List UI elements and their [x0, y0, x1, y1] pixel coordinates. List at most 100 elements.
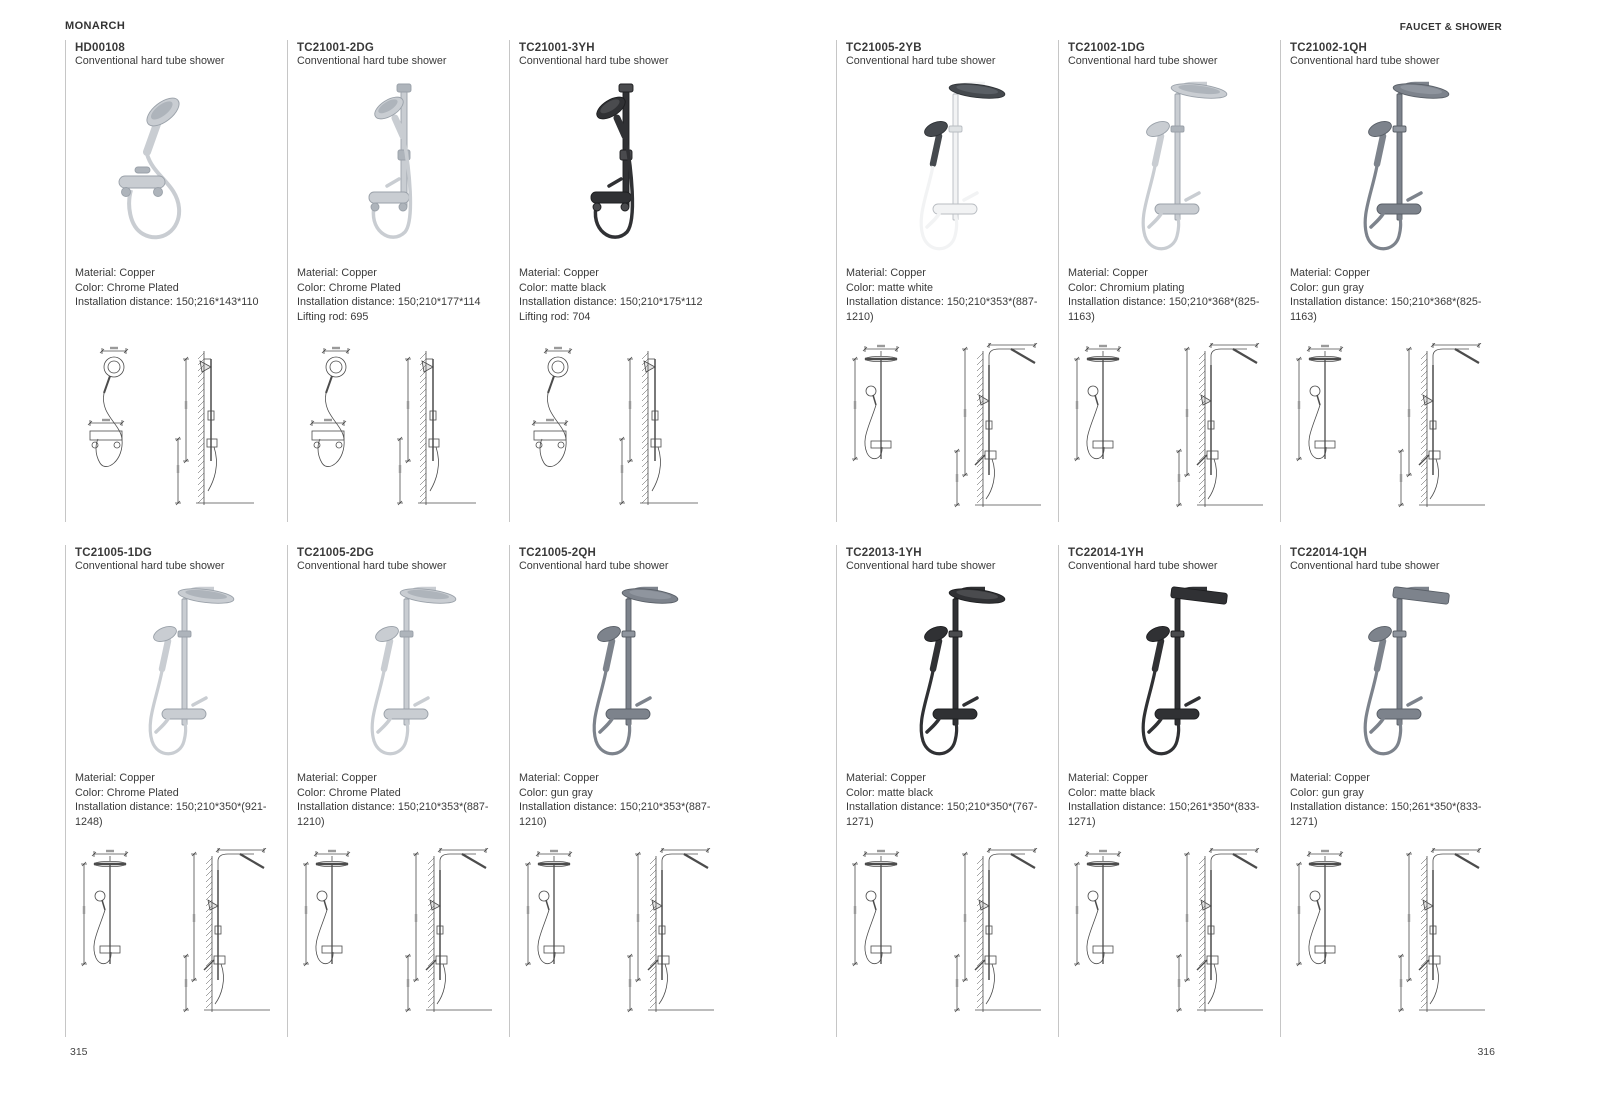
- column-shower-illustration: [148, 586, 235, 756]
- product-subtitle: Conventional hard tube shower: [519, 560, 669, 572]
- product-card: TC22014-1YH Conventional hard tube showe…: [1058, 545, 1280, 1037]
- product-specs: Material: Copper Color: Chrome Plated In…: [75, 771, 285, 830]
- catalog-row-1: HD00108 Conventional hard tube shower Ma…: [65, 40, 1502, 522]
- product-subtitle: Conventional hard tube shower: [846, 55, 996, 67]
- product-code: TC22014-1YH: [1068, 547, 1144, 559]
- column-shower-illustration: [1363, 586, 1450, 756]
- product-card: TC21001-2DG Conventional hard tube showe…: [287, 40, 509, 522]
- page-number-left: 315: [70, 1046, 88, 1058]
- column-technical-drawing: [525, 847, 714, 1013]
- product-specs: Material: Copper Color: gun gray Install…: [1290, 266, 1500, 325]
- product-photo: [1293, 579, 1491, 771]
- product-photo: [1071, 579, 1269, 771]
- spec-color: Color: Chrome Plated: [75, 786, 179, 799]
- product-subtitle: Conventional hard tube shower: [297, 55, 447, 67]
- spec-material: Material: Copper: [1068, 772, 1148, 784]
- column-shower-illustration: [919, 586, 1006, 756]
- spec-installation: Installation distance: 150;210*353*(887-…: [297, 801, 489, 829]
- product-photo: [849, 579, 1047, 771]
- product-specs: Material: Copper Color: gun gray Install…: [1290, 771, 1500, 830]
- spec-color: Color: gun gray: [519, 786, 593, 799]
- product-card: TC21005-1DG Conventional hard tube showe…: [65, 545, 287, 1037]
- product-photo: [1071, 74, 1269, 266]
- product-photo: [1293, 74, 1491, 266]
- spec-material: Material: Copper: [519, 772, 599, 784]
- technical-drawing: [74, 847, 279, 1020]
- product-code: TC21005-2YB: [846, 42, 922, 54]
- spec-installation: Installation distance: 150;210*368*(825-…: [1290, 296, 1482, 324]
- spec-material: Material: Copper: [1290, 267, 1370, 279]
- spec-installation: Installation distance: 150;210*350*(767-…: [846, 801, 1038, 829]
- product-specs: Material: Copper Color: Chrome Plated In…: [297, 771, 507, 830]
- column-shower-illustration: [1363, 81, 1450, 251]
- spec-material: Material: Copper: [75, 772, 155, 784]
- column-technical-drawing: [852, 847, 1041, 1013]
- spec-color: Color: gun gray: [1290, 281, 1364, 294]
- column-technical-drawing: [1296, 847, 1485, 1013]
- spec-material: Material: Copper: [846, 772, 926, 784]
- spec-lifting-rod: Lifting rod: 695: [297, 311, 369, 324]
- product-subtitle: Conventional hard tube shower: [297, 560, 447, 572]
- brand-title: MONARCH: [65, 20, 126, 32]
- product-specs: Material: Copper Color: matte black Inst…: [519, 266, 729, 325]
- spec-installation: Installation distance: 150;210*368*(825-…: [1068, 296, 1260, 324]
- catalog-row-2: TC21005-1DG Conventional hard tube showe…: [65, 545, 1502, 1037]
- product-subtitle: Conventional hard tube shower: [519, 55, 669, 67]
- product-code: TC21002-1QH: [1290, 42, 1367, 54]
- spec-material: Material: Copper: [297, 267, 377, 279]
- product-card: TC22013-1YH Conventional hard tube showe…: [836, 545, 1058, 1037]
- spec-color: Color: Chrome Plated: [75, 281, 179, 294]
- spec-installation: Installation distance: 150;261*350*(833-…: [1290, 801, 1482, 829]
- spec-installation: Installation distance: 150;216*143*110: [75, 296, 259, 309]
- product-subtitle: Conventional hard tube shower: [1290, 55, 1440, 67]
- spec-color: Color: Chrome Plated: [297, 281, 401, 294]
- slidebar-shower-illustration: [590, 83, 635, 239]
- product-subtitle: Conventional hard tube shower: [1068, 55, 1218, 67]
- page-gutter: [731, 545, 836, 1037]
- spec-installation: Installation distance: 150;210*353*(887-…: [519, 801, 711, 829]
- spec-material: Material: Copper: [1068, 267, 1148, 279]
- spec-color: Color: matte black: [1068, 786, 1156, 799]
- spec-color: Color: Chromium plating: [1068, 281, 1185, 294]
- product-code: TC22014-1QH: [1290, 547, 1367, 559]
- spec-color: Color: gun gray: [1290, 786, 1364, 799]
- spec-installation: Installation distance: 150;210*353*(887-…: [846, 296, 1038, 324]
- spec-color: Color: matte black: [846, 786, 934, 799]
- product-card: TC21002-1QH Conventional hard tube showe…: [1280, 40, 1502, 522]
- column-technical-drawing: [1074, 342, 1263, 508]
- product-specs: Material: Copper Color: matte black Inst…: [1068, 771, 1278, 830]
- product-code: TC21001-3YH: [519, 42, 595, 54]
- category-title: FAUCET & SHOWER: [1399, 22, 1502, 33]
- product-card: TC21001-3YH Conventional hard tube showe…: [509, 40, 731, 522]
- technical-drawing: [296, 847, 501, 1020]
- technical-drawing: [1067, 342, 1272, 515]
- product-photo: [522, 74, 720, 266]
- spec-color: Color: Chrome Plated: [297, 786, 401, 799]
- product-card: TC21002-1DG Conventional hard tube showe…: [1058, 40, 1280, 522]
- technical-drawing: [296, 343, 501, 515]
- spec-color: Color: matte white: [846, 281, 934, 294]
- product-subtitle: Conventional hard tube shower: [1068, 560, 1218, 572]
- technical-drawing: [1067, 847, 1272, 1020]
- handheld-technical-drawing: [309, 346, 476, 506]
- technical-drawing: [74, 343, 279, 515]
- product-subtitle: Conventional hard tube shower: [846, 560, 996, 572]
- spec-material: Material: Copper: [297, 772, 377, 784]
- product-code: TC21002-1DG: [1068, 42, 1145, 54]
- product-code: TC21005-2DG: [297, 547, 374, 559]
- column-technical-drawing: [81, 847, 270, 1013]
- product-subtitle: Conventional hard tube shower: [75, 55, 225, 67]
- handheld-technical-drawing: [87, 346, 254, 506]
- column-shower-illustration: [1141, 586, 1228, 756]
- product-subtitle: Conventional hard tube shower: [75, 560, 225, 572]
- column-technical-drawing: [852, 342, 1041, 508]
- product-specs: Material: Copper Color: Chrome Plated In…: [297, 266, 507, 325]
- product-card: HD00108 Conventional hard tube shower Ma…: [65, 40, 287, 522]
- product-code: HD00108: [75, 42, 125, 54]
- column-shower-illustration: [919, 81, 1006, 251]
- product-card: TC21005-2YB Conventional hard tube showe…: [836, 40, 1058, 522]
- product-code: TC21001-2DG: [297, 42, 374, 54]
- technical-drawing: [845, 342, 1050, 515]
- product-card: TC22014-1QH Conventional hard tube showe…: [1280, 545, 1502, 1037]
- spec-installation: Installation distance: 150;210*350*(921-…: [75, 801, 267, 829]
